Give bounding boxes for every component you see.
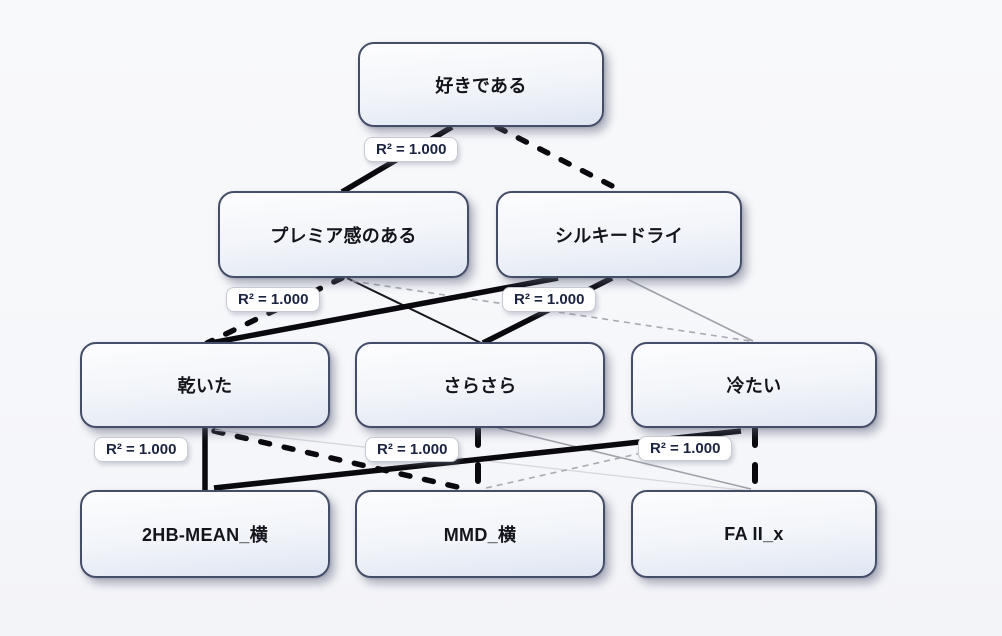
node-label: 2HB-MEAN_横 — [141, 525, 268, 545]
node-label: 冷たい — [726, 376, 782, 396]
r2-label: R² = 1.000 — [638, 436, 733, 461]
node-2hb-mean[interactable]: 2HB-MEAN_横 — [80, 490, 330, 578]
node-label: FA II_x — [724, 523, 784, 544]
node-label: シルキードライ — [554, 225, 684, 246]
edge-silky-dry — [210, 275, 559, 346]
node-mmd[interactable]: MMD_横 — [355, 490, 605, 578]
edge-like-silky — [494, 124, 627, 195]
node-cold[interactable]: 冷たい — [631, 342, 877, 428]
node-label: プレミア感のある — [270, 225, 417, 246]
r2-label: R² = 1.000 — [226, 287, 321, 312]
node-silky-dry[interactable]: シルキードライ — [496, 191, 742, 278]
node-label: 乾いた — [177, 376, 233, 396]
node-label: 好きである — [435, 75, 527, 96]
r2-label: R² = 1.000 — [365, 437, 460, 462]
node-fa-ii-x[interactable]: FA II_x — [631, 490, 877, 578]
edge-premium-smooth — [346, 277, 482, 344]
node-label: さらさら — [443, 376, 517, 396]
edge-silky-cold — [626, 278, 754, 342]
r2-label: R² = 1.000 — [94, 437, 189, 462]
edge-smooth-fa — [497, 427, 752, 490]
r2-label: R² = 1.000 — [364, 137, 459, 162]
node-smooth[interactable]: さらさら — [355, 342, 605, 428]
node-premium[interactable]: プレミア感のある — [218, 191, 469, 278]
node-like[interactable]: 好きである — [358, 42, 604, 127]
r2-label: R² = 1.000 — [502, 287, 597, 312]
node-dry[interactable]: 乾いた — [80, 342, 330, 428]
node-label: MMD_横 — [443, 525, 517, 545]
edge-dry-mmd — [211, 428, 469, 492]
